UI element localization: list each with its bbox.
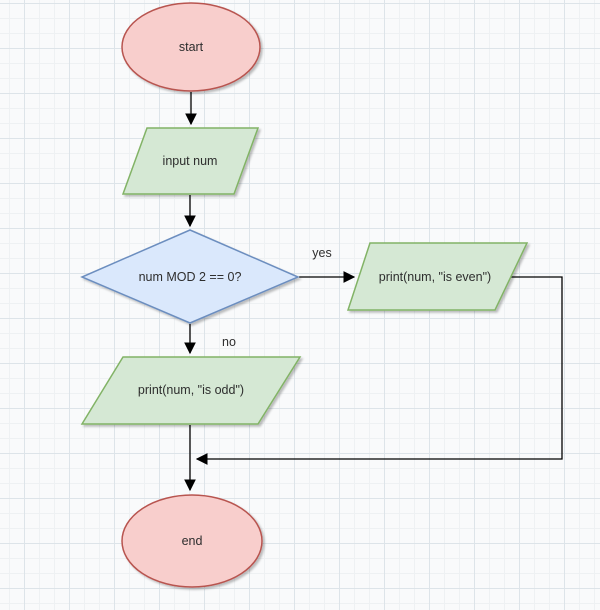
end-node-label: end	[182, 534, 203, 548]
decision-node-label: num MOD 2 == 0?	[139, 270, 242, 284]
decision-node[interactable]	[80, 229, 300, 324]
yes-edge-label[interactable]: yes	[312, 246, 331, 260]
no-edge-label[interactable]: no	[222, 335, 236, 349]
print-even-node[interactable]	[346, 242, 529, 311]
input-node[interactable]	[121, 127, 260, 195]
print-even-node-label: print(num, "is even")	[379, 270, 491, 284]
edge-even-to-merge[interactable]	[195, 276, 563, 465]
end-node[interactable]	[121, 494, 263, 588]
print-odd-node[interactable]	[80, 356, 302, 425]
print-odd-node-label: print(num, "is odd")	[138, 383, 244, 397]
input-node-label: input num	[163, 154, 218, 168]
start-node[interactable]	[121, 2, 261, 92]
start-node-label: start	[179, 40, 204, 54]
